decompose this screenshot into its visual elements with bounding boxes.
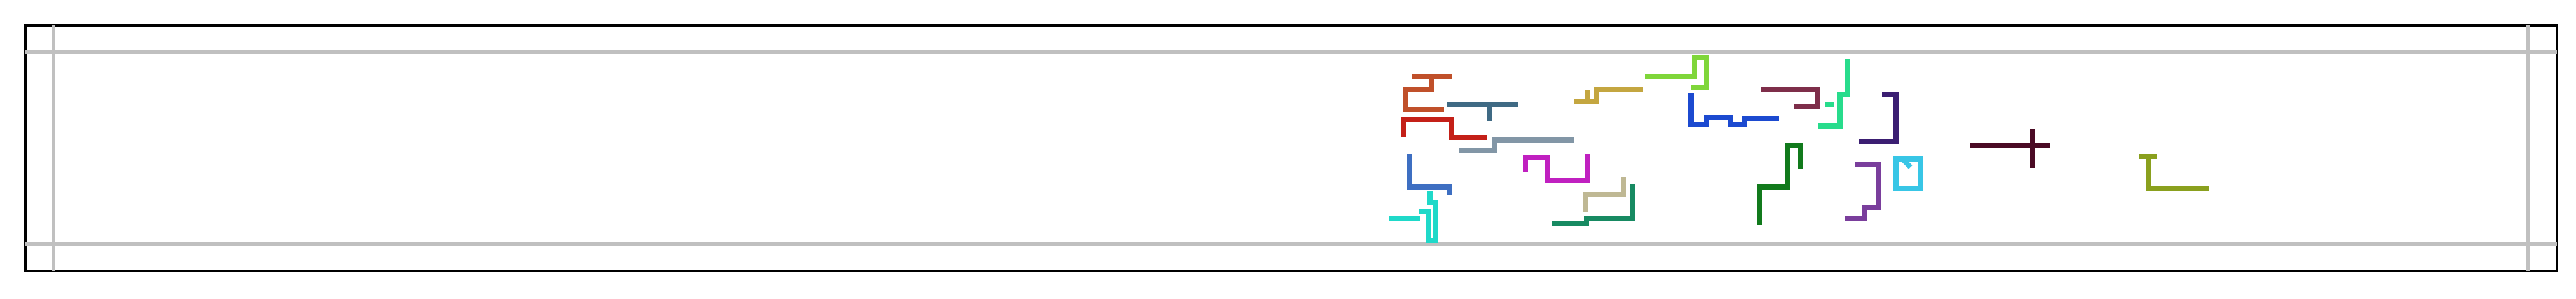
segment-purple-hook-0 xyxy=(1845,162,1881,221)
segment-indigo-hook-0 xyxy=(1859,92,1899,144)
path-cyan-hook xyxy=(1389,191,1438,243)
plot-frame xyxy=(24,24,2558,272)
path-blue-hook xyxy=(1407,154,1452,195)
path-purple-hook xyxy=(1845,162,1881,221)
segment-lime-hook-1 xyxy=(1680,55,1709,90)
segment-magenta-notch-0 xyxy=(1523,154,1590,183)
segment-tan-corner-0 xyxy=(1583,177,1626,212)
path-olive-zigzag xyxy=(1574,87,1643,104)
path-green-step xyxy=(1757,143,1803,225)
path-teal-step xyxy=(1552,184,1635,226)
segment-skyblue-box-0 xyxy=(1893,156,1923,191)
segment-green-step-0 xyxy=(1757,143,1803,225)
segment-orange-zigzag-1 xyxy=(1403,74,1444,112)
segment-mint-zigzag-0 xyxy=(1818,59,1850,129)
path-mint-zigzag xyxy=(1818,59,1850,129)
segment-cyan-hook-1 xyxy=(1419,191,1438,243)
path-red-step xyxy=(1401,117,1487,140)
path-slate-tee xyxy=(1447,102,1518,121)
path-segments xyxy=(1389,55,2209,243)
path-darkred-cross xyxy=(1970,129,2050,168)
segment-red-step-0 xyxy=(1401,117,1487,140)
path-tan-corner xyxy=(1583,177,1626,212)
path-indigo-hook xyxy=(1859,92,1899,144)
path-orange-zigzag xyxy=(1403,74,1452,112)
path-lime-hook xyxy=(1645,55,1709,90)
path-grey-step xyxy=(1459,137,1574,153)
segment-grey-step-0 xyxy=(1459,137,1574,153)
path-maroon-hook xyxy=(1761,87,1820,109)
path-royal-wave xyxy=(1688,93,1779,127)
segment-teal-step-0 xyxy=(1552,184,1635,226)
segment-maroon-hook-0 xyxy=(1761,87,1820,109)
path-skyblue-box xyxy=(1893,156,1923,191)
segment-blue-hook-0 xyxy=(1407,154,1452,195)
segment-royal-wave-0 xyxy=(1688,93,1779,127)
segment-skyblue-box-1 xyxy=(1900,156,1913,169)
grid-lines xyxy=(25,25,2557,271)
path-olivegreen-ell xyxy=(2139,154,2209,191)
segment-olivegreen-ell-1 xyxy=(2146,154,2209,191)
path-magenta-notch xyxy=(1523,154,1590,183)
